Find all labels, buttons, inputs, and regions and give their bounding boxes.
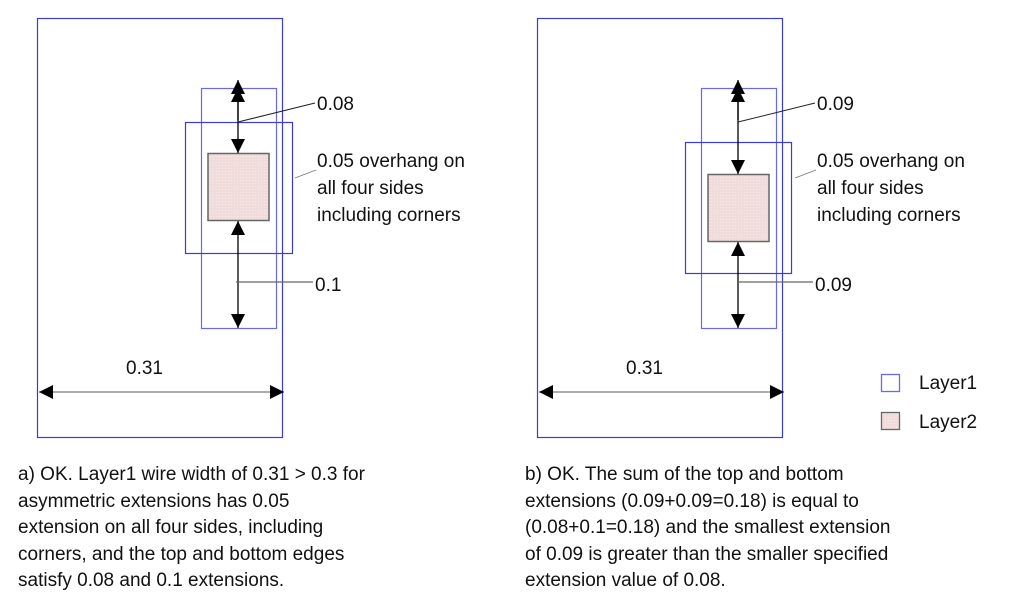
legend-swatch-layer1 bbox=[880, 373, 901, 393]
legend-label-layer2: Layer2 bbox=[919, 412, 977, 433]
overhang-leader-a bbox=[294, 169, 317, 179]
overhang-leader-b bbox=[794, 169, 817, 179]
overhang-label-a-line2: all four sides bbox=[317, 178, 424, 199]
layer2-via-b bbox=[707, 173, 770, 243]
overhang-label-a-line3: including corners bbox=[317, 205, 461, 226]
diagram-a: 0.08 0.05 overhang on all four sides inc… bbox=[36, 17, 465, 439]
bottom-extension-label-b: 0.09 bbox=[815, 275, 852, 296]
overhang-label-a-line1: 0.05 overhang on bbox=[317, 151, 465, 172]
bottom-extension-label-a: 0.1 bbox=[315, 275, 341, 296]
legend-label-layer1: Layer1 bbox=[919, 373, 977, 394]
top-extension-leader-b bbox=[737, 102, 816, 123]
overhang-label-b-line2: all four sides bbox=[817, 178, 924, 199]
overhang-label-b-line3: including corners bbox=[817, 205, 961, 226]
legend-swatch-layer2 bbox=[880, 411, 901, 431]
layer1-wire-a bbox=[36, 17, 284, 439]
caption-b: b) OK. The sum of the top and bottom ext… bbox=[525, 464, 891, 591]
top-extension-leader-a bbox=[237, 102, 316, 123]
width-label-b: 0.31 bbox=[626, 358, 663, 379]
legend: Layer1 Layer2 bbox=[880, 373, 977, 433]
layer1-wire-b bbox=[536, 17, 784, 439]
overhang-label-b-line1: 0.05 overhang on bbox=[817, 151, 965, 172]
top-extension-label-a: 0.08 bbox=[317, 94, 354, 115]
width-label-a: 0.31 bbox=[126, 358, 163, 379]
top-extension-label-b: 0.09 bbox=[817, 94, 854, 115]
layer2-via-a bbox=[207, 152, 270, 222]
caption-a: a) OK. Layer1 wire width of 0.31 > 0.3 f… bbox=[18, 464, 365, 591]
diagram-b: 0.09 0.05 overhang on all four sides inc… bbox=[536, 17, 965, 439]
